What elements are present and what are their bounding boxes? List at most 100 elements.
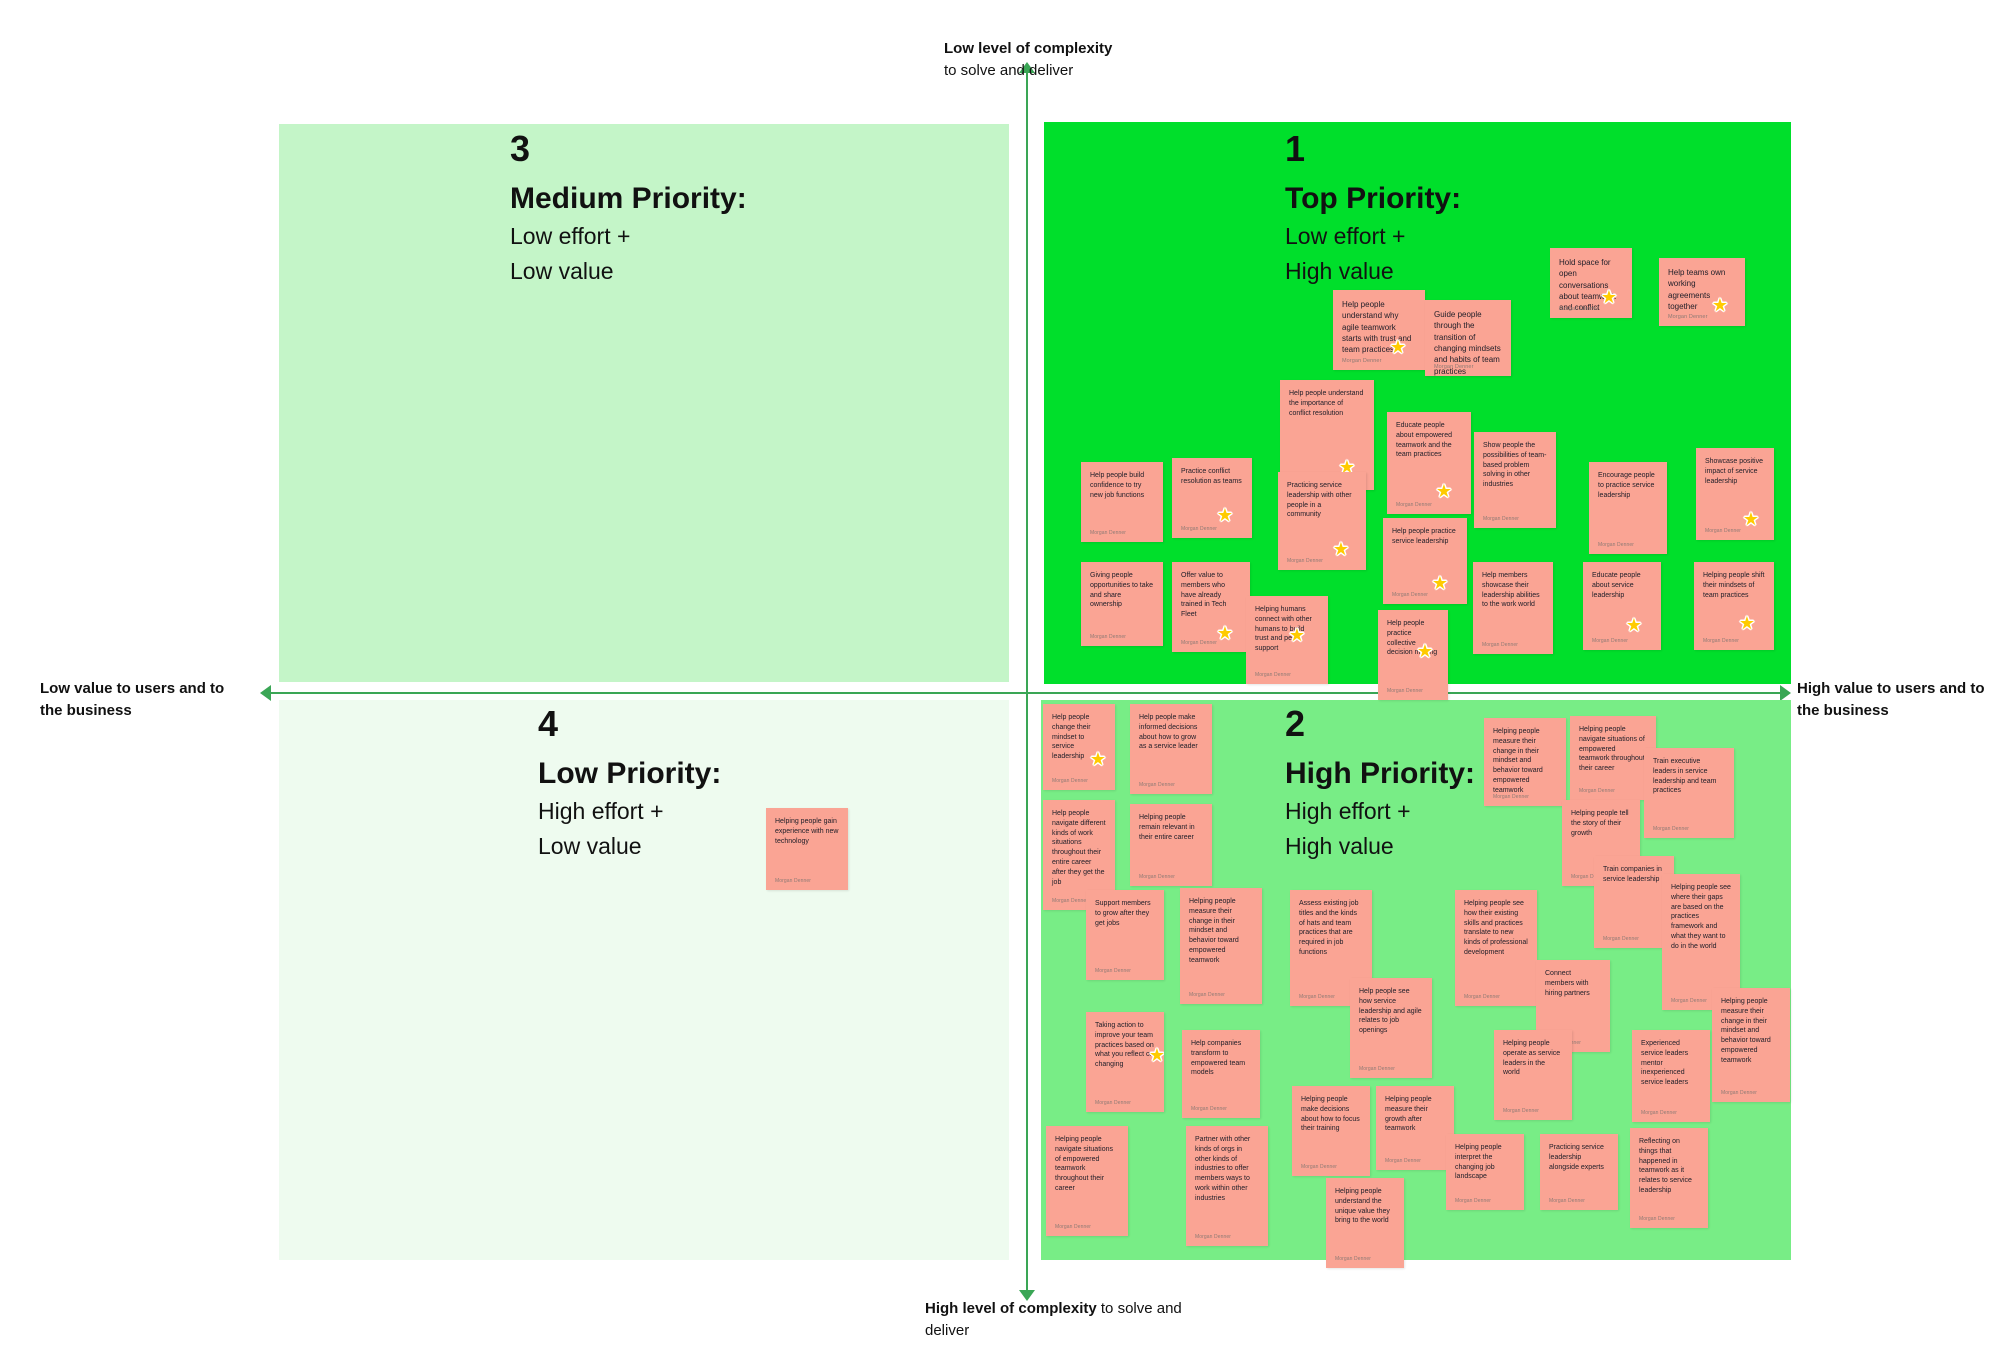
star-sticker-icon[interactable]: ★ <box>1742 509 1760 529</box>
sticky-note[interactable]: Support members to grow after they get j… <box>1086 890 1164 980</box>
axis-arrow-right-icon <box>1780 685 1791 701</box>
sticky-note-author: Morgan Denner <box>1503 1108 1540 1114</box>
star-sticker-icon[interactable]: ★ <box>1338 457 1356 477</box>
sticky-note[interactable]: Helping people remain relevant in their … <box>1130 804 1212 886</box>
sticky-note[interactable]: Helping people measure their change in t… <box>1180 888 1262 1004</box>
sticky-note-author: Morgan Denner <box>1139 782 1176 788</box>
sticky-note-text: Train companies in service leadership <box>1603 866 1662 883</box>
sticky-note-text: Showcase positive impact of service lead… <box>1705 458 1763 485</box>
quadrant-heading-medium-priority: 3 Medium Priority: Low effort + Low valu… <box>510 130 747 287</box>
sticky-note[interactable]: Guide people through the transition of c… <box>1425 300 1511 376</box>
sticky-note[interactable]: Helping people make decisions about how … <box>1292 1086 1370 1176</box>
sticky-note-author: Morgan Denner <box>1090 530 1127 536</box>
sticky-note[interactable]: Experienced service leaders mentor inexp… <box>1632 1030 1710 1122</box>
sticky-note-author: Morgan Denner <box>1385 1158 1422 1164</box>
quadrant-title: Low Priority: <box>538 756 722 790</box>
sticky-note[interactable]: Help people understand the importance of… <box>1280 380 1374 490</box>
sticky-note[interactable]: Helping people understand the unique val… <box>1326 1178 1404 1268</box>
sticky-note[interactable]: Helping people gain experience with new … <box>766 808 848 890</box>
quadrant-subtitle-line1: Low effort + <box>510 223 631 250</box>
sticky-note[interactable]: Offer value to members who have already … <box>1172 562 1250 652</box>
sticky-note-author: Morgan Denner <box>1359 1066 1396 1072</box>
axis-label-top-bold: Low level of complexity <box>944 40 1113 57</box>
sticky-note-text: Help people practice service leadership <box>1392 528 1456 545</box>
sticky-note[interactable]: Helping humans connect with other humans… <box>1246 596 1328 684</box>
star-sticker-icon[interactable]: ★ <box>1216 623 1234 643</box>
star-sticker-icon[interactable]: ★ <box>1711 295 1729 315</box>
sticky-note[interactable]: Helping people navigate situations of em… <box>1046 1126 1128 1236</box>
sticky-note[interactable]: Train executive leaders in service leade… <box>1644 748 1734 838</box>
sticky-note[interactable]: Reflecting on things that happened in te… <box>1630 1128 1708 1228</box>
quadrant-title: High Priority: <box>1285 756 1476 790</box>
star-sticker-icon[interactable]: ★ <box>1625 615 1643 635</box>
star-sticker-icon[interactable]: ★ <box>1416 641 1434 661</box>
sticky-note[interactable]: Helping people operate as service leader… <box>1494 1030 1572 1120</box>
sticky-note-text: Help people change their mindset to serv… <box>1052 714 1091 761</box>
sticky-note-text: Helping people operate as service leader… <box>1503 1040 1561 1077</box>
sticky-note[interactable]: Taking action to improve your team pract… <box>1086 1012 1164 1112</box>
sticky-note-text: Help people navigate different kinds of … <box>1052 810 1106 886</box>
sticky-note[interactable]: Encourage people to practice service lea… <box>1589 462 1667 554</box>
star-sticker-icon[interactable]: ★ <box>1089 749 1107 769</box>
sticky-note[interactable]: Help people see how service leadership a… <box>1350 978 1432 1078</box>
quadrant-low-priority <box>279 700 1009 1260</box>
sticky-note-author: Morgan Denner <box>1549 1198 1586 1204</box>
sticky-note-author: Morgan Denner <box>1287 558 1324 564</box>
star-sticker-icon[interactable]: ★ <box>1738 613 1756 633</box>
sticky-note[interactable]: Helping people measure their change in t… <box>1484 718 1566 806</box>
axis-label-right-text: High value to users and to the business <box>1797 680 1985 719</box>
sticky-note[interactable]: Giving people opportunities to take and … <box>1081 562 1163 646</box>
sticky-note[interactable]: Practicing service leadership with other… <box>1278 472 1366 570</box>
quadrant-title: Medium Priority: <box>510 181 747 215</box>
sticky-note[interactable]: Help companies transform to empowered te… <box>1182 1030 1260 1118</box>
sticky-note-author: Morgan Denner <box>1055 1224 1092 1230</box>
star-sticker-icon[interactable]: ★ <box>1148 1045 1164 1065</box>
sticky-note[interactable]: Helping people see how their existing sk… <box>1455 890 1537 1006</box>
sticky-note[interactable]: Helping people navigate situations of em… <box>1570 716 1656 800</box>
star-sticker-icon[interactable]: ★ <box>1389 337 1407 357</box>
sticky-note[interactable]: Helping people measure their change in t… <box>1712 988 1790 1102</box>
sticky-note-author: Morgan Denner <box>1342 358 1382 364</box>
sticky-note[interactable]: Showcase positive impact of service lead… <box>1696 448 1774 540</box>
star-sticker-icon[interactable]: ★ <box>1216 505 1234 525</box>
sticky-note[interactable]: Help teams own working agreements togeth… <box>1659 258 1745 326</box>
sticky-note[interactable]: Helping people see where their gaps are … <box>1662 874 1740 1010</box>
star-sticker-icon[interactable]: ★ <box>1600 287 1618 307</box>
sticky-note-author: Morgan Denner <box>1639 1216 1676 1222</box>
sticky-note[interactable]: Hold space for open conversations about … <box>1550 248 1632 318</box>
sticky-note-text: Help teams own working agreements togeth… <box>1668 268 1726 312</box>
sticky-note[interactable]: Educate people about empowered teamwork … <box>1387 412 1471 514</box>
sticky-note[interactable]: Help people change their mindset to serv… <box>1043 704 1115 790</box>
axis-label-top: Low level of complexity to solve and del… <box>944 38 1204 82</box>
sticky-note-text: Experienced service leaders mentor inexp… <box>1641 1040 1689 1087</box>
sticky-note-author: Morgan Denner <box>1052 778 1089 784</box>
sticky-note[interactable]: Practicing service leadership alongside … <box>1540 1134 1618 1210</box>
sticky-note[interactable]: Help people build confidence to try new … <box>1081 462 1163 542</box>
sticky-note[interactable]: Partner with other kinds of orgs in othe… <box>1186 1126 1268 1246</box>
sticky-note[interactable]: Show people the possibilities of team-ba… <box>1474 432 1556 528</box>
axis-label-bottom: High level of complexity to solve and de… <box>925 1298 1225 1342</box>
axis-label-top-rest: to solve and deliver <box>944 61 1074 79</box>
star-sticker-icon[interactable]: ★ <box>1431 573 1449 593</box>
star-sticker-icon[interactable]: ★ <box>1288 625 1306 645</box>
sticky-note-author: Morgan Denner <box>1434 364 1474 370</box>
sticky-note-text: Help people understand the importance of… <box>1289 390 1364 417</box>
sticky-note[interactable]: Helping people shift their mindsets of t… <box>1694 562 1774 650</box>
sticky-note[interactable]: Help people understand why agile teamwor… <box>1333 290 1425 370</box>
sticky-note[interactable]: Helping people interpret the changing jo… <box>1446 1134 1524 1210</box>
sticky-note[interactable]: Help people practice collective decision… <box>1378 610 1448 700</box>
sticky-note[interactable]: Help members showcase their leadership a… <box>1473 562 1553 654</box>
sticky-note[interactable]: Helping people measure their growth afte… <box>1376 1086 1454 1170</box>
sticky-note-author: Morgan Denner <box>1139 874 1176 880</box>
star-sticker-icon[interactable]: ★ <box>1435 481 1453 501</box>
quadrant-subtitle-line2: Low value <box>510 258 614 285</box>
sticky-note-author: Morgan Denner <box>1482 642 1519 648</box>
star-sticker-icon[interactable]: ★ <box>1332 539 1350 559</box>
quadrant-number: 2 <box>1285 703 1306 744</box>
quadrant-subtitle-line1: Low effort + <box>1285 223 1406 250</box>
sticky-note[interactable]: Help people make informed decisions abou… <box>1130 704 1212 794</box>
